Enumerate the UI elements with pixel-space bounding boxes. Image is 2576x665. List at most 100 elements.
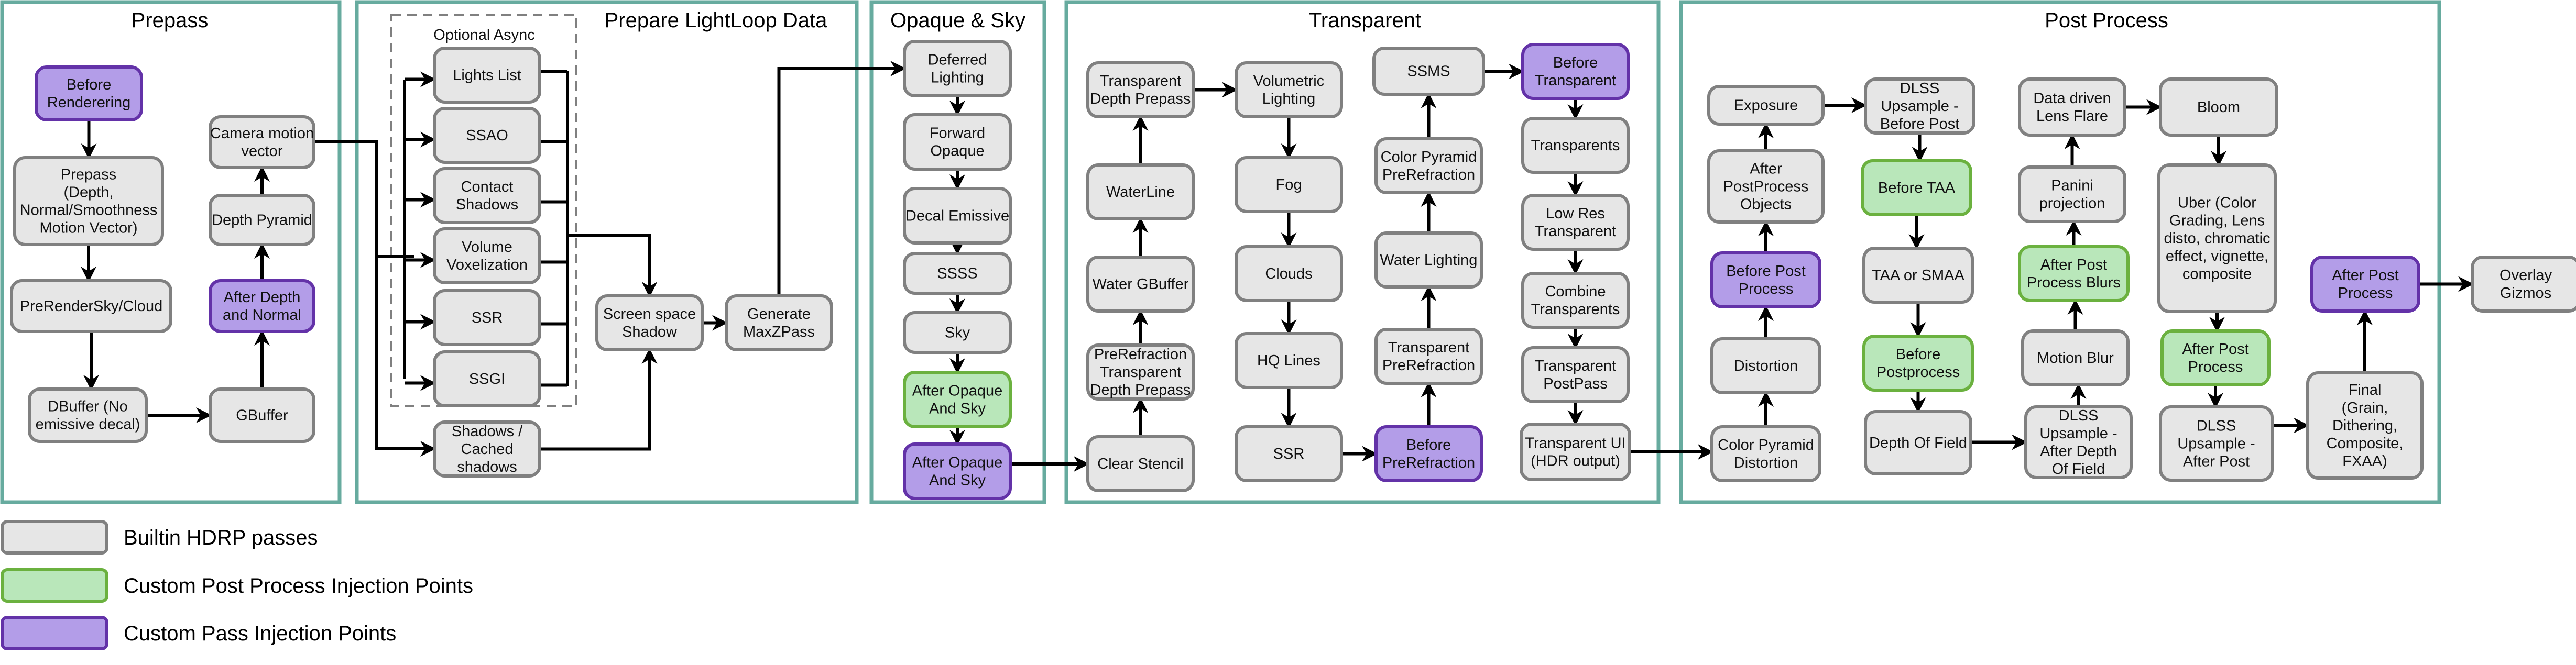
node-label: SSR [1273,446,1305,462]
node-final: Final(Grain,Dithering,Composite,FXAA) [2306,371,2424,480]
legend-item-builtin: Builtin HDRP passes [1,520,318,555]
edges [81,61,2474,472]
node-label: (HDR output) [1531,453,1620,470]
node-label: DLSS [1900,80,1940,97]
node-box [1710,251,1821,308]
node-box [2471,256,2576,313]
node-label: Panini [2051,178,2093,194]
node-box [2310,256,2420,313]
node-box [2018,245,2130,302]
node-label: Transparent [1535,72,1616,89]
node-label: After [1750,161,1782,178]
node-waterline: WaterLine [1086,163,1195,220]
node-box [1861,159,1972,216]
node-ssr-tr: SSR [1235,425,1343,482]
node-label: (Depth, [63,184,113,201]
node-box [2159,405,2274,482]
node-box [1521,43,1630,100]
node-label: Process [2338,285,2393,302]
node-water-lighting: Water Lighting [1374,231,1483,289]
node-box [1710,425,1821,482]
node-label: After Post [2332,267,2398,284]
node-label: After Opaque [912,383,1003,400]
node-box [1864,410,1972,475]
node-label: Water Lighting [1380,252,1478,269]
node-label: HQ Lines [1257,352,1320,369]
node-box [1086,435,1195,492]
node-label: Depth Pyramid [212,212,312,229]
legend-item-custom: Custom Pass Injection Points [1,616,396,650]
node-box [903,187,1012,245]
node-transparents: Transparents [1521,117,1630,174]
node-box [1707,149,1825,224]
node-label: FXAA) [2342,453,2387,470]
node-label: Shadows / [452,423,523,440]
node-label: Process Blurs [2027,274,2121,291]
node-label: PreRenderSky/Cloud [20,298,162,315]
node-box [2024,405,2133,479]
node-ssr-ll: SSR [433,289,541,346]
node-label: After Post [2183,453,2250,470]
node-label: Volumetric [1253,73,1324,90]
node-label: Volume [462,239,512,256]
node-box [2018,77,2126,137]
node-box [1372,47,1485,96]
node-label: MaxZPass [743,324,815,340]
node-label: Upsample - [2039,425,2117,442]
edge-arrow [777,61,906,296]
optional-async-label: Optional Async [433,27,534,43]
node-box [433,167,541,224]
node-box [10,279,172,333]
node-label: projection [2039,195,2105,212]
node-box [1235,245,1343,302]
node-label: Depth Of Field [1869,435,1967,451]
node-label: Lights List [453,67,521,84]
node-ssss: SSSS [903,252,1012,295]
node-label: Before Post [1880,116,1960,132]
node-box [28,387,148,443]
edge-arrow [567,234,658,297]
node-label: Uber (Color [2178,195,2256,212]
node-label: SSR [472,309,503,326]
node-hq-lines: HQ Lines [1235,332,1343,389]
node-label: Low Res [1546,205,1605,222]
node-depth-of-field: Depth Of Field [1864,410,1972,475]
node-box [209,279,315,333]
node-fog: Fog [1235,156,1343,213]
node-label: After Depth [224,289,301,306]
node-label: Transparent [1535,358,1616,374]
node-label: Transparent [1535,223,1616,240]
legend-label: Custom Pass Injection Points [124,622,396,645]
node-label: Color Pyramid [1718,437,1814,453]
node-label: SSMS [1407,63,1450,80]
node-box [1374,425,1483,482]
node-label: Distortion [1734,455,1798,471]
node-box [903,371,1012,428]
node-label: Opaque [930,143,984,160]
node-box [2018,165,2126,223]
node-lights-list: Lights List [433,47,541,104]
node-box [1710,337,1821,394]
node-label: composite [2182,266,2252,283]
node-label: Transparent [1100,364,1181,381]
node-label: Before Post [1726,263,1806,280]
node-label: Upsample - [2177,436,2255,452]
node-label: Overlay [2499,267,2552,284]
node-label: Transparent [1388,339,1469,356]
node-label: Depth Prepass [1090,382,1191,398]
node-depth-pyramid: Depth Pyramid [209,194,315,246]
node-label: SSSS [937,265,977,282]
node-box [903,252,1012,295]
